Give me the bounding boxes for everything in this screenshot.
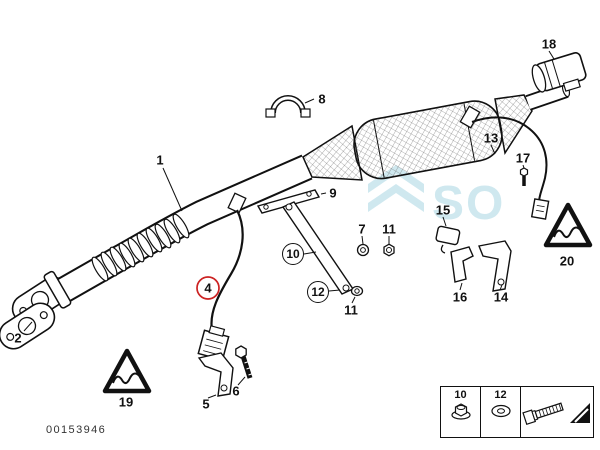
catalytic-converter <box>302 82 571 181</box>
callout-11a: 11 <box>382 221 396 237</box>
bracket-14 <box>478 240 512 292</box>
callout-10: 10 <box>282 243 304 265</box>
callout-15: 15 <box>435 202 451 218</box>
washer-icon <box>490 404 511 418</box>
legend-box: 10 12 <box>440 386 594 438</box>
watermark-chevron-bottom <box>368 184 424 212</box>
callout-6: 6 <box>232 383 240 399</box>
flex-bellows <box>91 213 190 282</box>
flange-nut-icon <box>450 403 471 420</box>
callout-20: 20 <box>559 253 575 269</box>
bolt-17 <box>519 167 529 186</box>
callout-8: 8 <box>318 91 326 107</box>
warning-triangle-20 <box>543 202 593 248</box>
callout-1: 1 <box>156 152 164 168</box>
bolt-6 <box>235 345 253 379</box>
callout-5: 5 <box>202 396 210 412</box>
legend-label-12: 12 <box>494 389 507 401</box>
legend-cell-bolt <box>521 387 593 437</box>
direction-arrow-icon <box>569 403 590 423</box>
callout-11b: 11 <box>344 302 358 318</box>
sensor-bracket-5 <box>197 352 234 397</box>
pipe-clamp-8 <box>265 95 311 118</box>
washer-7 <box>356 243 370 257</box>
front-exhaust-pipe <box>43 154 313 309</box>
highlight-circle-4 <box>196 276 220 300</box>
washer-11-bottom <box>350 285 364 297</box>
callout-2: 2 <box>14 330 22 346</box>
callout-9: 9 <box>329 185 337 201</box>
nut-11-top <box>383 243 395 257</box>
callout-18: 18 <box>541 36 557 52</box>
pipe-end-flange <box>43 270 72 309</box>
callout-17: 17 <box>515 150 531 166</box>
callout-12: 12 <box>307 281 329 303</box>
legend-label-10: 10 <box>454 389 467 401</box>
bracket-16 <box>450 246 474 283</box>
part-number: 00153946 <box>46 424 107 436</box>
warning-triangle-19 <box>102 348 152 394</box>
exhaust-clamp-18 <box>531 52 587 93</box>
legend-cell-10: 10 <box>441 387 481 437</box>
bracket-9 <box>256 189 321 214</box>
legend-cell-12: 12 <box>481 387 521 437</box>
watermark-logo: SO <box>368 165 503 230</box>
clip-15 <box>435 225 461 254</box>
hex-bolt-icon <box>522 402 565 426</box>
callout-7: 7 <box>358 221 366 237</box>
leader-lines <box>23 50 555 399</box>
callout-13: 13 <box>483 130 499 146</box>
callout-4: 4 <box>204 280 212 296</box>
oxygen-sensor-13 <box>459 105 550 220</box>
callout-14: 14 <box>493 289 509 305</box>
callout-16: 16 <box>452 289 468 305</box>
callout-19: 19 <box>118 394 134 410</box>
